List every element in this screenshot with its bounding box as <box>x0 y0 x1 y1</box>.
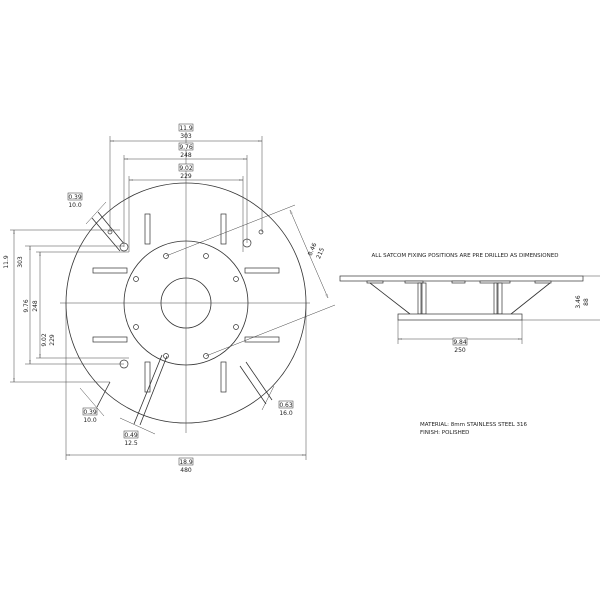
plan-view: 11.9 303 9.76 248 9.02 229 11.9 303 9.76 <box>3 123 336 474</box>
vertical-posts <box>417 282 503 315</box>
slot-dimensions: 0.39 10.0 0.39 10.0 0.49 12.5 0.63 16.0 <box>67 192 294 447</box>
dim-slot-bottom-in: 0.49 <box>124 432 138 439</box>
side-view-note: ALL SATCOM FIXING POSITIONS ARE PRE DRIL… <box>372 253 559 259</box>
bolt-holes <box>107 229 264 359</box>
dim-slot-bottom-mm: 12.5 <box>124 440 138 447</box>
left-brace <box>369 282 411 315</box>
dim-left-outer-in: 11.9 <box>3 255 10 269</box>
mounting-slots <box>91 211 273 426</box>
dim-side-width-mm: 250 <box>454 347 466 354</box>
dim-side-width-in: 9.84 <box>453 339 467 346</box>
support-ribs <box>92 213 280 393</box>
dim-top-mid-in: 9.76 <box>179 144 193 151</box>
dim-side-height-in: 3.46 <box>575 295 582 309</box>
top-dimensions: 11.9 303 9.76 248 9.02 229 <box>109 123 263 252</box>
dim-slot-bottom-left-mm: 10.0 <box>83 417 97 424</box>
left-dimensions: 11.9 303 9.76 248 9.02 229 <box>3 229 129 383</box>
dim-top-outer-in: 11.9 <box>179 125 193 132</box>
dim-slot-top-left-in: 0.39 <box>68 194 82 201</box>
diagonal-dimension: 8.46 215 <box>165 204 336 357</box>
dim-left-outer-mm: 303 <box>17 256 24 268</box>
dim-overall-in: 18.9 <box>179 459 193 466</box>
dim-diagonal-mm: 215 <box>315 247 326 260</box>
dim-slot-bottom-right-mm: 16.0 <box>279 410 293 417</box>
bottom-plate <box>397 313 523 321</box>
dim-slot-top-left-mm: 10.0 <box>68 202 82 209</box>
notes: MATERIAL: 8mm STAINLESS STEEL 316 FINISH… <box>420 422 528 436</box>
dim-left-inner-in: 9.02 <box>41 333 48 347</box>
dim-left-mid-mm: 248 <box>32 300 39 312</box>
top-plate <box>339 275 584 282</box>
dim-top-inner-in: 9.02 <box>179 165 193 172</box>
top-pads <box>366 280 552 284</box>
dim-side-height-mm: 88 <box>583 298 590 306</box>
dim-top-mid-mm: 248 <box>180 152 192 159</box>
right-brace <box>510 282 551 315</box>
dim-slot-bottom-right-in: 0.63 <box>279 402 293 409</box>
dim-overall-mm: 480 <box>180 467 192 474</box>
dim-left-inner-mm: 229 <box>49 334 56 346</box>
dim-slot-bottom-left-in: 0.39 <box>83 409 97 416</box>
dim-diagonal-in: 8.46 <box>307 242 319 257</box>
material-note: MATERIAL: 8mm STAINLESS STEEL 316 <box>420 422 528 428</box>
side-view: ALL SATCOM FIXING POSITIONS ARE PRE DRIL… <box>339 253 600 354</box>
dim-top-inner-mm: 229 <box>180 173 192 180</box>
overall-dimension: 18.9 480 <box>65 303 307 474</box>
finish-note: FINISH: POLISHED <box>420 430 469 436</box>
dim-top-outer-mm: 303 <box>180 133 192 140</box>
dim-left-mid-in: 9.76 <box>23 299 30 313</box>
